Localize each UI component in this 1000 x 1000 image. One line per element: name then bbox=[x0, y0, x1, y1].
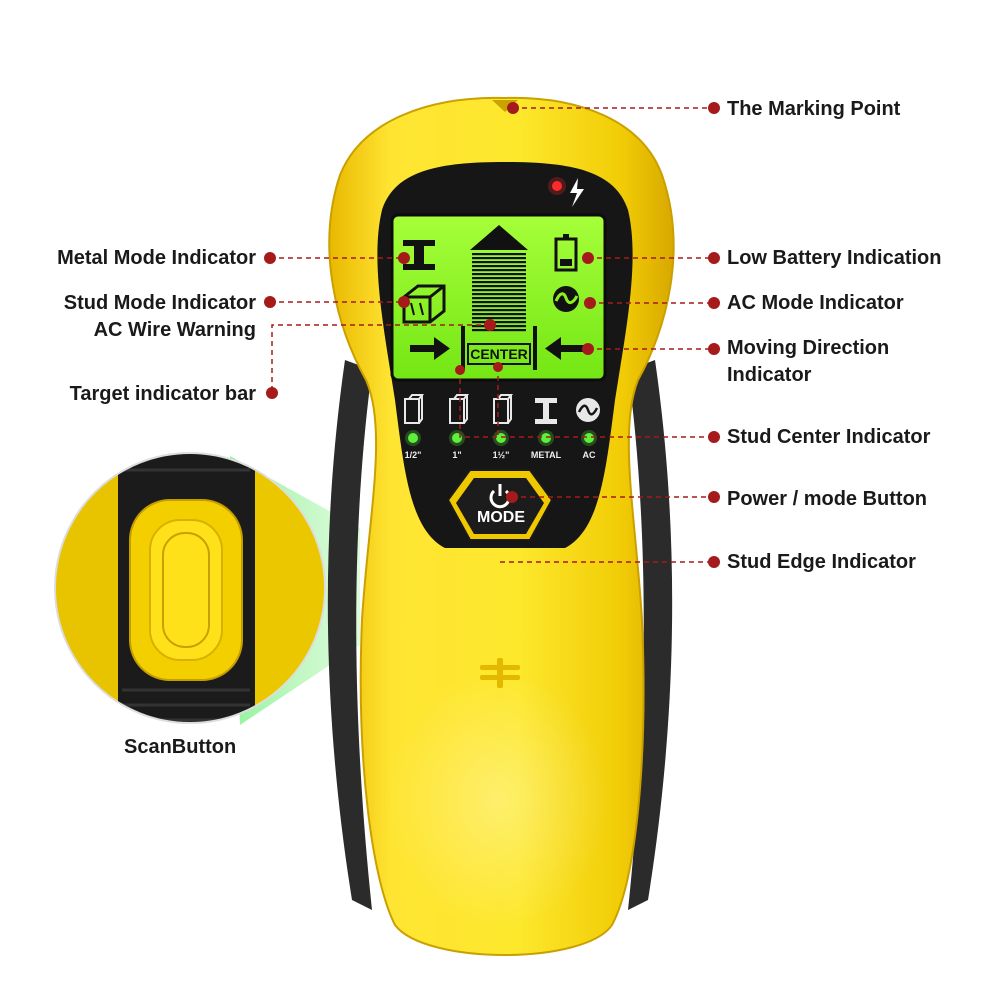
label-moving-direction-1: Moving Direction bbox=[727, 337, 890, 359]
stud-mode-icon bbox=[402, 284, 446, 324]
metal-mode-icon bbox=[403, 240, 435, 270]
mode-button-label: MODE bbox=[477, 509, 525, 526]
target-bar-segment bbox=[472, 281, 526, 284]
led-label: 1/2" bbox=[405, 450, 422, 460]
target-bar-segment bbox=[472, 297, 526, 300]
led-indicator bbox=[584, 433, 594, 443]
target-bar-segment bbox=[472, 329, 526, 332]
led-indicator bbox=[541, 433, 551, 443]
target-bar-segment bbox=[472, 257, 526, 260]
led-indicator bbox=[496, 433, 506, 443]
stud-one-inch-icon bbox=[449, 394, 469, 424]
led-label: 1½" bbox=[493, 450, 510, 460]
target-bar-segment bbox=[472, 285, 526, 288]
ac-icon bbox=[576, 398, 600, 422]
callout-dots bbox=[264, 102, 720, 568]
label-low-battery: Low Battery Indication bbox=[727, 247, 942, 269]
label-ac-mode: AC Mode Indicator bbox=[727, 292, 904, 314]
target-bar-segment bbox=[472, 261, 526, 264]
low-battery-icon bbox=[554, 234, 578, 272]
led-label: 1" bbox=[452, 450, 461, 460]
target-bar-segment bbox=[472, 321, 526, 324]
target-bar-segment bbox=[472, 293, 526, 296]
label-scan-button: ScanButton bbox=[124, 736, 237, 758]
label-stud-center: Stud Center Indicator bbox=[727, 426, 931, 448]
target-bar-segment bbox=[472, 305, 526, 308]
target-bar-segment bbox=[472, 273, 526, 276]
body-emboss-mark bbox=[480, 658, 520, 688]
led-label: AC bbox=[583, 450, 596, 460]
label-stud-mode: Stud Mode Indicator bbox=[63, 292, 256, 314]
target-indicator-bar bbox=[470, 225, 528, 332]
led-indicator-row bbox=[405, 430, 597, 446]
target-bar-segment bbox=[472, 289, 526, 292]
metal-icon bbox=[535, 398, 557, 424]
scan-button-zoom bbox=[54, 452, 326, 724]
label-marking-point: The Marking Point bbox=[727, 98, 901, 120]
target-bar-segment bbox=[472, 301, 526, 304]
target-bar-segment bbox=[472, 317, 526, 320]
ac-warning-led bbox=[552, 181, 562, 191]
label-metal-mode: Metal Mode Indicator bbox=[57, 247, 256, 269]
label-power-mode-button: Power / mode Button bbox=[727, 488, 927, 510]
target-bar-segment bbox=[472, 265, 526, 268]
stud-finder-device: CENTER 1/2" 1" 1½" METAL AC MODE bbox=[327, 96, 675, 956]
target-bar-segment bbox=[472, 253, 526, 256]
lcd-center-label: CENTER bbox=[470, 346, 528, 362]
label-stud-edge: Stud Edge Indicator bbox=[727, 551, 916, 573]
led-icon-row bbox=[404, 394, 600, 424]
lightning-icon bbox=[570, 178, 584, 207]
led-indicator bbox=[408, 433, 418, 443]
target-bar-segment bbox=[472, 269, 526, 272]
led-label-row: 1/2" 1" 1½" METAL AC bbox=[405, 450, 596, 460]
label-ac-wire-warning: AC Wire Warning bbox=[93, 319, 256, 341]
label-target-bar: Target indicator bar bbox=[69, 383, 256, 405]
ac-mode-icon bbox=[553, 286, 579, 312]
callout-leaders bbox=[270, 107, 714, 563]
target-bar-segment bbox=[472, 313, 526, 316]
stud-half-inch-icon bbox=[404, 394, 424, 424]
led-label: METAL bbox=[531, 450, 562, 460]
label-moving-direction-2: Indicator bbox=[727, 364, 812, 386]
left-arrow-icon bbox=[545, 337, 585, 360]
target-bar-segment bbox=[472, 309, 526, 312]
stud-one-half-inch-icon bbox=[493, 394, 513, 424]
target-bar-segment bbox=[472, 325, 526, 328]
target-bar-segment bbox=[472, 277, 526, 280]
right-arrow-icon bbox=[410, 337, 450, 360]
